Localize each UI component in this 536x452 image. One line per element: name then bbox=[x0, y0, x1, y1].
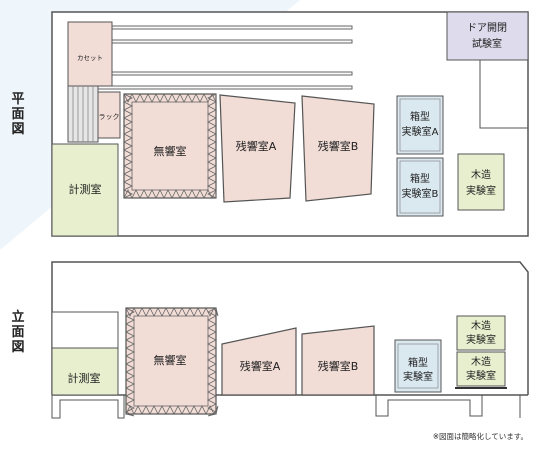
plan-door-lab-label: ドア開閉試験室 bbox=[467, 22, 507, 50]
elev-wood-bottom-label: 木造実験室 bbox=[466, 355, 496, 382]
plan-reverb-a bbox=[219, 94, 296, 203]
plan-anechoic-label: 無響室 bbox=[154, 144, 187, 158]
plan-door-lab-wall bbox=[479, 60, 528, 129]
elev-pit-right bbox=[375, 395, 483, 417]
elev-measure-label: 計測室 bbox=[68, 371, 101, 385]
elev-reverb-b-label: 残響室B bbox=[318, 359, 359, 373]
elev-anechoic-room bbox=[125, 307, 217, 415]
elev-reverb-a-label: 残響室A bbox=[240, 359, 281, 373]
elev-pit-left bbox=[51, 395, 125, 419]
plan-measure-room bbox=[51, 143, 119, 237]
plan-box-a-label: 箱型実験室A bbox=[402, 110, 439, 138]
elev-reverb-a bbox=[221, 327, 297, 396]
elev-measure-room bbox=[51, 347, 119, 396]
plan-door-lab bbox=[446, 11, 529, 61]
plan-view-label: 平面図 bbox=[11, 92, 25, 137]
plan-rack-label: ラック bbox=[99, 113, 120, 121]
plan-reverb-b-label: 残響室B bbox=[318, 139, 359, 153]
plan-rack bbox=[97, 91, 121, 139]
elev-wood-top-label: 木造実験室 bbox=[466, 319, 496, 346]
plan-wood-label: 木造実験室 bbox=[466, 168, 496, 197]
elev-anechoic-wedges bbox=[125, 307, 219, 417]
plan-cassette-label: カセット bbox=[77, 54, 103, 62]
plan-view: ドア開閉試験室 カセット ラック bbox=[51, 11, 529, 237]
plan-reverb-b bbox=[301, 95, 375, 202]
plan-anechoic-wedges bbox=[123, 93, 217, 199]
elev-box-label: 箱型実験室 bbox=[403, 356, 433, 383]
plan-box-a bbox=[396, 95, 444, 155]
elev-reverb-b bbox=[301, 325, 375, 396]
elev-anechoic-label: 無響室 bbox=[154, 353, 187, 367]
elev-measure-upper bbox=[51, 311, 119, 349]
simplified-note: ※図面は簡略化しています。 bbox=[432, 432, 528, 441]
elev-box-lab bbox=[394, 339, 442, 393]
plan-anechoic-room bbox=[123, 93, 217, 199]
elev-wood-lab-top bbox=[456, 315, 506, 351]
plan-box-b-label: 箱型実験室B bbox=[402, 172, 439, 200]
elev-wood-lab-bottom bbox=[456, 351, 506, 387]
plan-box-b bbox=[396, 157, 444, 217]
plan-reverb-a-label: 残響室A bbox=[236, 139, 277, 153]
elevation-view-label: 立面図 bbox=[11, 310, 25, 355]
plan-measure-label: 計測室 bbox=[69, 182, 102, 196]
plan-wood-lab bbox=[457, 153, 505, 211]
plan-cassette bbox=[67, 21, 113, 87]
plan-rack-lines bbox=[72, 86, 94, 142]
elevation-view: 計測室 無響室 残響室A 残響室B 箱型実験室 木造実験室 木造実験室 bbox=[51, 261, 529, 419]
